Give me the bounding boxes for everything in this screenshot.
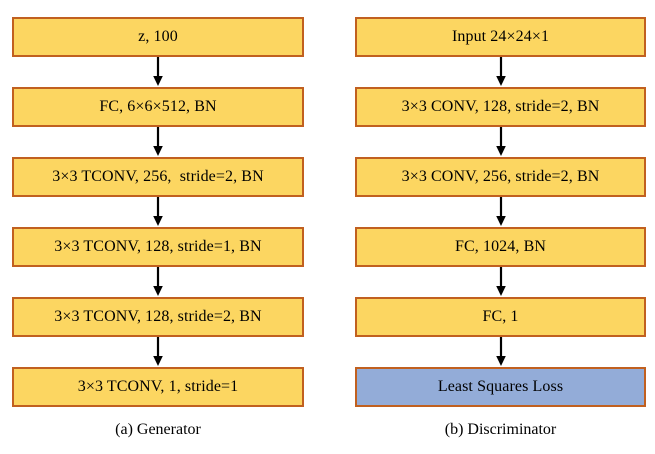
discriminator-node-0-label: Input 24×24×1	[451, 28, 550, 45]
generator-node-0-label: z, 100	[138, 28, 178, 45]
generator-node-3-label: 3×3 TCONV, 128, stride=1, BN	[54, 238, 262, 255]
discriminator-loss-node: Least Squares Loss	[355, 367, 646, 407]
generator-node-2-label: 3×3 TCONV, 256, stride=2, BN	[52, 168, 264, 185]
down-arrow-icon	[150, 197, 166, 227]
discriminator-node-4: FC, 1	[355, 297, 646, 337]
down-arrow-icon	[150, 127, 166, 157]
discriminator-column: Input 24×24×1 3×3 CONV, 128, stride=2, B…	[355, 0, 646, 454]
down-arrow-icon	[493, 197, 509, 227]
generator-node-0: z, 100	[12, 17, 304, 57]
discriminator-node-2: 3×3 CONV, 256, stride=2, BN	[355, 157, 646, 197]
generator-node-1: FC, 6×6×512, BN	[12, 87, 304, 127]
down-arrow-icon	[150, 57, 166, 87]
generator-node-5-label: 3×3 TCONV, 1, stride=1	[77, 378, 239, 395]
generator-node-4: 3×3 TCONV, 128, stride=2, BN	[12, 297, 304, 337]
discriminator-node-1: 3×3 CONV, 128, stride=2, BN	[355, 87, 646, 127]
discriminator-caption: (b) Discriminator	[444, 421, 557, 438]
discriminator-node-3-label: FC, 1024, BN	[455, 238, 546, 255]
down-arrow-icon	[493, 267, 509, 297]
generator-node-5: 3×3 TCONV, 1, stride=1	[12, 367, 304, 407]
generator-caption: (a) Generator	[115, 421, 201, 438]
generator-node-2: 3×3 TCONV, 256, stride=2, BN	[12, 157, 304, 197]
discriminator-node-3: FC, 1024, BN	[355, 227, 646, 267]
discriminator-node-2-label: 3×3 CONV, 256, stride=2, BN	[401, 168, 600, 185]
discriminator-loss-label: Least Squares Loss	[437, 378, 564, 395]
generator-node-4-label: 3×3 TCONV, 128, stride=2, BN	[54, 308, 262, 325]
down-arrow-icon	[493, 57, 509, 87]
generator-column: z, 100 FC, 6×6×512, BN 3×3 TCONV, 256, s…	[12, 0, 304, 454]
down-arrow-icon	[150, 337, 166, 367]
down-arrow-icon	[493, 337, 509, 367]
down-arrow-icon	[150, 267, 166, 297]
generator-node-3: 3×3 TCONV, 128, stride=1, BN	[12, 227, 304, 267]
generator-node-1-label: FC, 6×6×512, BN	[99, 98, 217, 115]
discriminator-node-0: Input 24×24×1	[355, 17, 646, 57]
discriminator-node-1-label: 3×3 CONV, 128, stride=2, BN	[401, 98, 600, 115]
discriminator-node-4-label: FC, 1	[482, 308, 519, 325]
down-arrow-icon	[493, 127, 509, 157]
